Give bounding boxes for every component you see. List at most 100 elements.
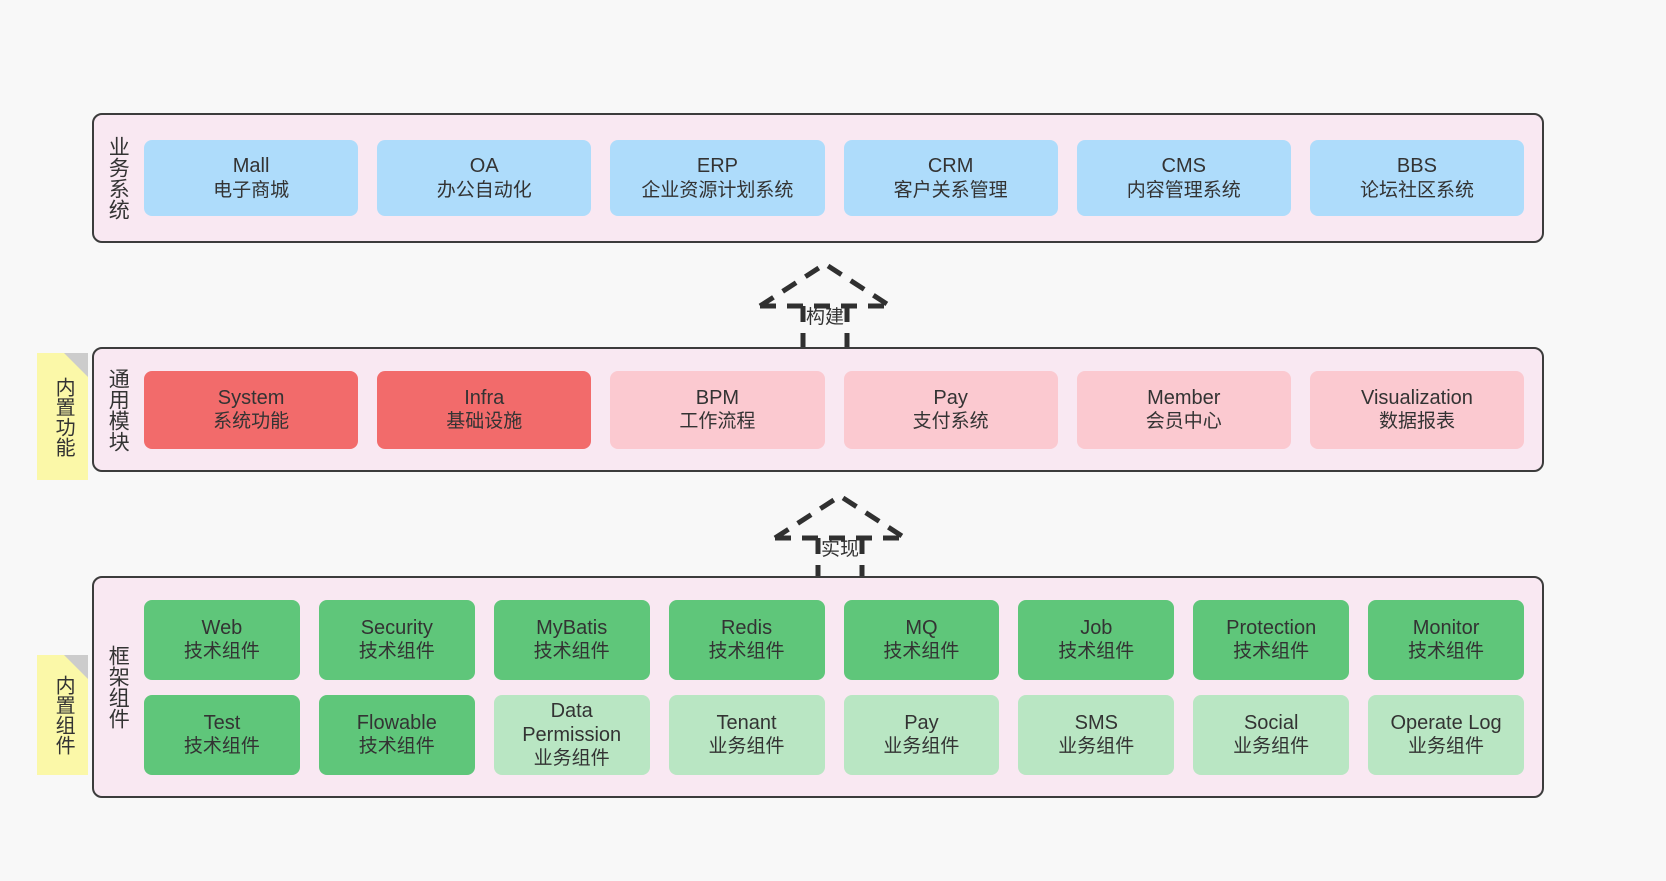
card-job[interactable]: Job 技术组件 — [1018, 599, 1175, 680]
card-test-subtitle: 技术组件 — [183, 736, 260, 758]
card-security[interactable]: Security 技术组件 — [318, 599, 475, 680]
card-mall[interactable]: Mall 电子商城 — [144, 140, 359, 216]
card-bpm[interactable]: BPM 工作流程 — [610, 370, 825, 449]
layer-business-systems-label: 业务系统 — [106, 136, 130, 220]
card-visualization-title: Visualization — [1360, 386, 1473, 409]
card-sms-subtitle: 业务组件 — [1058, 736, 1135, 758]
card-flowable[interactable]: Flowable 技术组件 — [318, 694, 475, 775]
card-oa[interactable]: OA 办公自动化 — [377, 140, 592, 216]
framework-card-row-2: Test 技术组件 Flowable 技术组件 Data Permission … — [144, 694, 1524, 775]
connector-build: 构建 — [750, 258, 900, 358]
card-monitor-title: Monitor — [1412, 616, 1480, 639]
card-cms-subtitle: 内容管理系统 — [1126, 179, 1241, 201]
card-pay-module-subtitle: 支付系统 — [912, 411, 989, 433]
card-social-title: Social — [1243, 711, 1299, 734]
card-pay-component[interactable]: Pay 业务组件 — [843, 694, 1000, 775]
card-bpm-title: BPM — [695, 386, 740, 409]
layer-framework-components-label: 框架组件 — [106, 645, 130, 729]
note-builtin-components: 内置组件 — [37, 655, 88, 775]
business-card-row: Mall 电子商城 OA 办公自动化 ERP 企业资源计划系统 CRM 客户关系… — [144, 140, 1525, 216]
card-mq-title: MQ — [905, 616, 938, 639]
card-sms-title: SMS — [1074, 711, 1118, 734]
card-tenant[interactable]: Tenant 业务组件 — [668, 694, 825, 775]
note-builtin-features-label: 内置功能 — [52, 376, 75, 457]
card-erp-subtitle: 企业资源计划系统 — [641, 179, 794, 201]
note-builtin-components-label: 内置组件 — [52, 675, 75, 755]
card-security-title: Security — [360, 616, 433, 639]
card-mybatis[interactable]: MyBatis 技术组件 — [493, 599, 650, 680]
card-infra-title: Infra — [464, 386, 505, 409]
card-bbs[interactable]: BBS 论坛社区系统 — [1309, 140, 1525, 216]
layer-common-modules: 通用模块 System 系统功能 Infra 基础设施 BPM 工作流程 Pay — [92, 347, 1544, 472]
card-protection[interactable]: Protection 技术组件 — [1193, 599, 1350, 680]
card-security-subtitle: 技术组件 — [358, 641, 435, 663]
card-web-title: Web — [201, 616, 243, 639]
card-test[interactable]: Test 技术组件 — [144, 694, 300, 775]
card-member[interactable]: Member 会员中心 — [1076, 370, 1291, 449]
card-bpm-subtitle: 工作流程 — [679, 411, 756, 433]
card-oa-subtitle: 办公自动化 — [436, 179, 532, 201]
card-job-subtitle: 技术组件 — [1058, 641, 1135, 663]
connector-implement-label: 实现 — [820, 539, 859, 560]
card-mq-subtitle: 技术组件 — [883, 641, 960, 663]
card-web[interactable]: Web 技术组件 — [144, 599, 300, 680]
connector-build-label: 构建 — [805, 307, 844, 328]
card-web-subtitle: 技术组件 — [183, 641, 260, 663]
card-flowable-title: Flowable — [356, 711, 437, 734]
card-social[interactable]: Social 业务组件 — [1193, 694, 1350, 775]
modules-card-row: System 系统功能 Infra 基础设施 BPM 工作流程 Pay 支付系统… — [144, 370, 1525, 449]
card-redis-subtitle: 技术组件 — [708, 641, 785, 663]
card-member-subtitle: 会员中心 — [1145, 411, 1222, 433]
layer-framework-components-body: Web 技术组件 Security 技术组件 MyBatis 技术组件 Redi… — [140, 578, 1542, 796]
card-cms[interactable]: CMS 内容管理系统 — [1076, 140, 1291, 216]
card-system[interactable]: System 系统功能 — [144, 370, 359, 449]
card-infra[interactable]: Infra 基础设施 — [377, 370, 592, 449]
card-data-permission-subtitle: 业务组件 — [533, 748, 610, 770]
card-pay-component-subtitle: 业务组件 — [883, 736, 960, 758]
card-data-permission-title: Data Permission — [522, 699, 622, 746]
card-member-title: Member — [1147, 386, 1221, 409]
card-tenant-subtitle: 业务组件 — [708, 736, 785, 758]
card-sms[interactable]: SMS 业务组件 — [1018, 694, 1175, 775]
card-mq[interactable]: MQ 技术组件 — [843, 599, 1000, 680]
layer-business-systems-body: Mall 电子商城 OA 办公自动化 ERP 企业资源计划系统 CRM 客户关系… — [140, 115, 1542, 241]
card-erp-title: ERP — [696, 155, 738, 178]
card-visualization[interactable]: Visualization 数据报表 — [1309, 370, 1525, 449]
card-system-title: System — [217, 386, 285, 409]
card-crm-title: CRM — [927, 155, 974, 178]
card-bbs-subtitle: 论坛社区系统 — [1359, 179, 1474, 201]
card-redis-title: Redis — [720, 616, 773, 639]
card-infra-subtitle: 基础设施 — [446, 411, 523, 433]
card-operate-log[interactable]: Operate Log 业务组件 — [1368, 694, 1524, 775]
card-mall-subtitle: 电子商城 — [213, 179, 290, 201]
card-crm-subtitle: 客户关系管理 — [893, 179, 1008, 201]
card-pay-component-title: Pay — [904, 711, 939, 734]
note-builtin-features: 内置功能 — [37, 353, 88, 480]
card-operate-log-subtitle: 业务组件 — [1408, 736, 1485, 758]
card-crm[interactable]: CRM 客户关系管理 — [843, 140, 1058, 216]
layer-framework-components: 框架组件 Web 技术组件 Security 技术组件 MyBatis 技术组件… — [92, 576, 1544, 798]
card-cms-title: CMS — [1161, 155, 1206, 178]
card-mall-title: Mall — [232, 155, 270, 178]
note-fold-corner-icon — [64, 655, 88, 679]
card-operate-log-title: Operate Log — [1390, 711, 1502, 734]
card-oa-title: OA — [469, 155, 499, 178]
card-redis[interactable]: Redis 技术组件 — [668, 599, 825, 680]
card-data-permission[interactable]: Data Permission 业务组件 — [493, 694, 650, 775]
card-social-subtitle: 业务组件 — [1233, 736, 1310, 758]
card-pay-module[interactable]: Pay 支付系统 — [843, 370, 1058, 449]
card-job-title: Job — [1080, 616, 1113, 639]
card-protection-subtitle: 技术组件 — [1233, 641, 1310, 663]
card-system-subtitle: 系统功能 — [213, 411, 290, 433]
card-protection-title: Protection — [1226, 616, 1317, 639]
card-monitor[interactable]: Monitor 技术组件 — [1368, 599, 1524, 680]
connector-implement: 实现 — [765, 490, 915, 590]
card-mybatis-subtitle: 技术组件 — [533, 641, 610, 663]
layer-business-systems: 业务系统 Mall 电子商城 OA 办公自动化 ERP 企业资源计划系统 CRM — [92, 113, 1544, 243]
card-test-title: Test — [203, 711, 241, 734]
card-flowable-subtitle: 技术组件 — [358, 736, 435, 758]
card-erp[interactable]: ERP 企业资源计划系统 — [610, 140, 825, 216]
layer-common-modules-label: 通用模块 — [106, 367, 130, 452]
layer-common-modules-body: System 系统功能 Infra 基础设施 BPM 工作流程 Pay 支付系统… — [140, 349, 1542, 470]
